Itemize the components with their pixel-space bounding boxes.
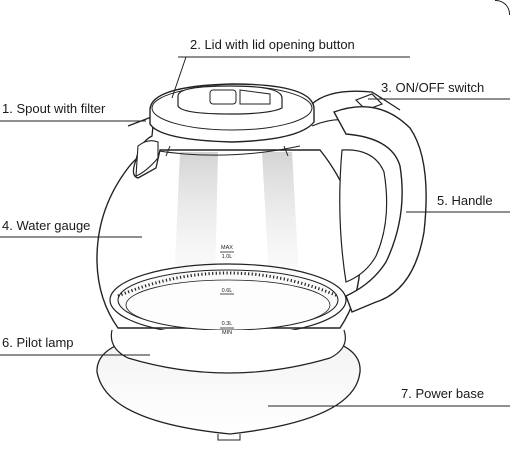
label-water-gauge: 4. Water gauge xyxy=(2,218,91,233)
label-switch: 3. ON/OFF switch xyxy=(381,80,485,95)
gauge-max-label: MAX xyxy=(221,245,233,251)
gauge-max-volume: 1.0L xyxy=(222,254,233,260)
label-handle: 5. Handle xyxy=(437,193,493,208)
label-power-base: 7. Power base xyxy=(401,386,485,401)
label-spout: 1. Spout with filter xyxy=(2,101,106,116)
label-pilot-lamp: 6. Pilot lamp xyxy=(2,335,74,350)
gauge-min-label: MIN xyxy=(222,330,232,336)
leader-lid xyxy=(171,56,410,99)
label-lid: 2. Lid with lid opening button xyxy=(190,37,355,52)
gauge-min-volume: 0.3L xyxy=(222,321,233,327)
gauge-mid-volume: 0.6L xyxy=(222,288,233,294)
handle xyxy=(332,106,427,313)
